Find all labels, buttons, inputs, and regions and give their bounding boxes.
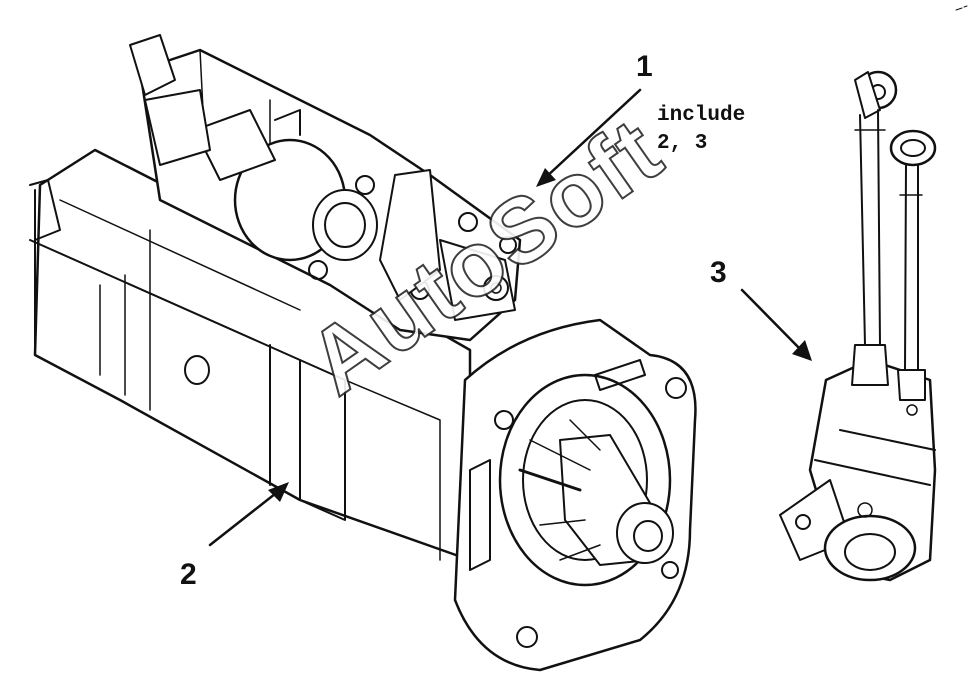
scan-speck — [955, 5, 968, 11]
callout-1: 1 — [636, 50, 653, 83]
note-include: include — [657, 104, 746, 127]
arrowhead-2 — [268, 482, 289, 502]
arrowhead-3 — [792, 340, 812, 361]
arrowhead-1 — [536, 168, 556, 187]
callout-2: 2 — [180, 558, 197, 591]
leader-arrows — [208, 88, 812, 547]
solenoid-switch — [779, 70, 937, 582]
callout-3: 3 — [710, 256, 727, 289]
note-parts: 2, 3 — [657, 132, 708, 155]
starter-motor — [29, 34, 697, 672]
